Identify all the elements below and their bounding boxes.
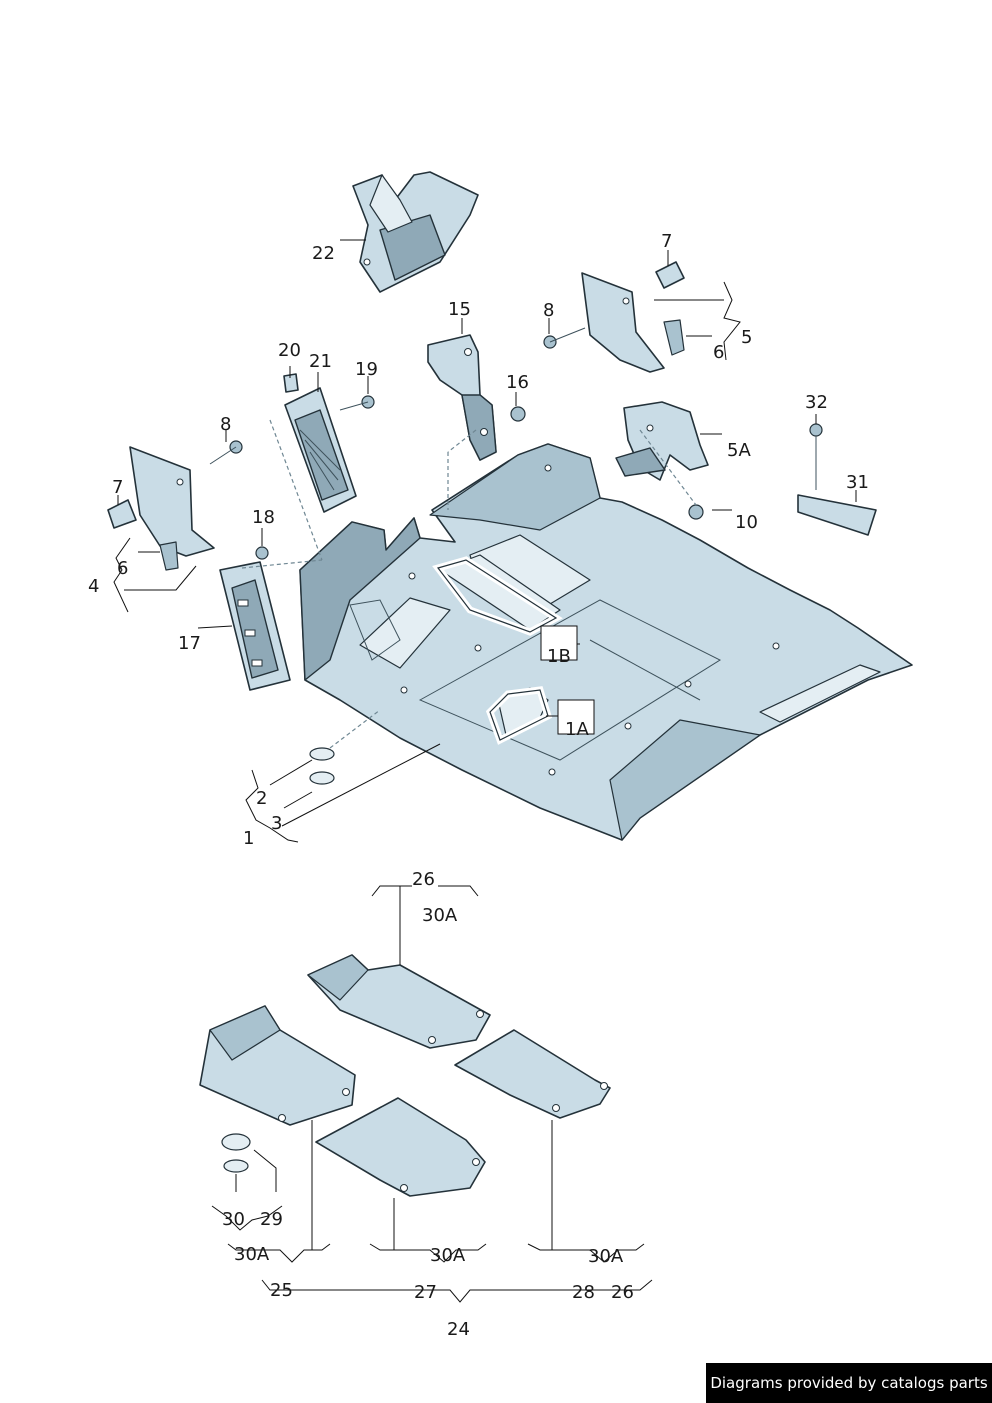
callout-labels: 22 15 7 8 5 6 16 20 21 19 32 8 5A 31 7 1… xyxy=(88,231,869,1340)
callout-31: 31 xyxy=(846,472,869,493)
highlight-outlines xyxy=(432,556,563,745)
callout-20: 20 xyxy=(278,340,301,361)
callout-30: 30 xyxy=(222,1209,245,1230)
callout-7-left: 7 xyxy=(112,477,123,498)
callout-7-right: 7 xyxy=(661,231,672,252)
callout-4: 4 xyxy=(88,576,99,597)
part-4-trim-panel xyxy=(129,446,215,557)
callout-26-bottom: 26 xyxy=(611,1282,634,1303)
callout-16: 16 xyxy=(506,372,529,393)
callout-21: 21 xyxy=(309,351,332,372)
callout-5A: 5A xyxy=(727,440,751,461)
callout-15: 15 xyxy=(448,299,471,320)
credit-banner: Diagrams provided by catalogs parts xyxy=(706,1363,992,1403)
callout-1B: 1B xyxy=(547,646,571,667)
callout-8-left: 8 xyxy=(220,414,231,435)
callout-10: 10 xyxy=(735,512,758,533)
floor-mats xyxy=(199,954,611,1197)
part-21-rail xyxy=(284,387,357,513)
leader-lines xyxy=(113,239,857,1303)
callout-18: 18 xyxy=(252,507,275,528)
fasteners xyxy=(107,261,877,785)
callout-24: 24 xyxy=(447,1319,470,1340)
callout-17: 17 xyxy=(178,633,201,654)
callout-1A: 1A xyxy=(565,719,589,740)
callout-22: 22 xyxy=(312,243,335,264)
callout-6-right: 6 xyxy=(713,342,724,363)
callout-8-right: 8 xyxy=(543,300,554,321)
callout-2: 2 xyxy=(256,788,267,809)
callout-28: 28 xyxy=(572,1282,595,1303)
callout-32: 32 xyxy=(805,392,828,413)
callout-26-top: 26 xyxy=(412,869,435,890)
callout-30A-right: 30A xyxy=(588,1246,624,1267)
callout-30A-left: 30A xyxy=(234,1244,270,1265)
callout-29: 29 xyxy=(260,1209,283,1230)
part-5-trim-panel xyxy=(581,272,665,373)
part-5A-bracket xyxy=(615,401,709,481)
part-17-side-rail xyxy=(219,561,291,691)
callout-5: 5 xyxy=(741,327,752,348)
callout-box-1B xyxy=(540,625,578,661)
callout-19: 19 xyxy=(355,359,378,380)
part-1-floor-carpet xyxy=(299,443,913,841)
callout-25: 25 xyxy=(270,1280,293,1301)
part-22-duct xyxy=(352,171,479,293)
callout-27: 27 xyxy=(414,1282,437,1303)
callout-6-left: 6 xyxy=(117,558,128,579)
callout-3: 3 xyxy=(271,813,282,834)
callout-1: 1 xyxy=(243,828,254,849)
assembly-lines xyxy=(241,419,697,749)
part-15-bracket xyxy=(427,334,497,461)
callout-30A-top: 30A xyxy=(422,905,458,926)
callout-30A-middle: 30A xyxy=(430,1245,466,1266)
callout-box-1A xyxy=(557,699,595,735)
